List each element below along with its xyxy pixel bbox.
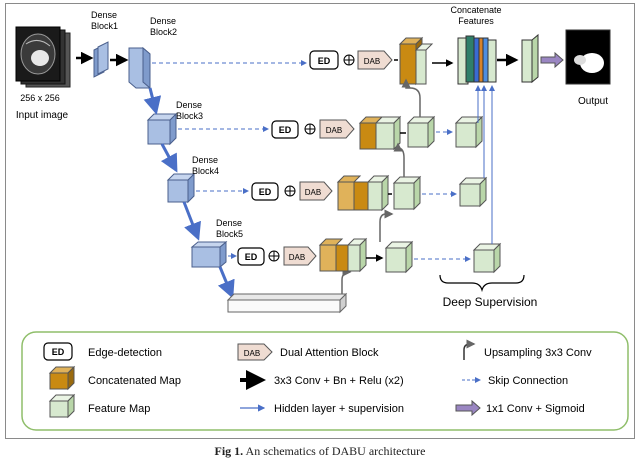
dab-label-4: DAB	[289, 253, 305, 262]
legend-sigmoid-icon	[455, 399, 481, 417]
ed-label-2: ED	[279, 125, 292, 135]
ed-box-2	[271, 120, 299, 139]
dab-block-2	[319, 119, 355, 139]
dense-block-2	[128, 46, 151, 90]
legend-concat-icon	[48, 365, 76, 391]
input-size-label: 256 x 256	[20, 93, 60, 103]
final-feature-map	[521, 33, 539, 84]
oplus-icon-1	[343, 54, 355, 66]
output-image	[565, 29, 611, 85]
legend-concatenated-map: Concatenated Map	[88, 375, 181, 387]
dense-block-5	[190, 240, 228, 269]
figure-frame	[5, 3, 635, 439]
upsample-arrow-bottom	[341, 267, 352, 294]
feature-map-row4-b	[472, 242, 502, 274]
caption-text: An schematics of DABU architecture	[245, 444, 426, 458]
concat-map-4	[318, 237, 368, 273]
hidden-arrow-2-3	[143, 87, 162, 115]
hidden-arrow-4-5	[182, 201, 201, 241]
dense-block-5-line1: Dense	[216, 218, 242, 228]
legend-dab-icon	[237, 343, 273, 361]
deep-supervision-brace	[439, 274, 525, 293]
legend-skip-connection: Skip Connection	[488, 375, 568, 387]
concat-map-1	[398, 36, 434, 86]
legend-upsampling: Upsampling 3x3 Conv	[484, 347, 592, 359]
legend-feature-icon	[48, 393, 76, 419]
dab-block-4	[283, 246, 317, 266]
legend-ed-icon-label: ED	[52, 347, 65, 357]
bottleneck-bar	[226, 292, 348, 314]
oplus-icon-3	[284, 185, 296, 197]
feature-map-row2-a	[406, 115, 436, 149]
ed-label-3: ED	[259, 187, 272, 197]
dense-block-4-line2: Block4	[192, 166, 219, 176]
oplus-icon-4	[268, 250, 280, 262]
legend-dual-attention: Dual Attention Block	[280, 347, 379, 359]
sigmoid-arrow	[540, 51, 564, 69]
feature-map-row3-a	[392, 175, 422, 211]
oplus-icon-2	[304, 123, 316, 135]
legend-feature-map: Feature Map	[88, 403, 150, 415]
dense-block-2-line1: Dense	[150, 16, 176, 26]
concat-title-2: Features	[458, 16, 494, 26]
ed-label-1: ED	[318, 56, 331, 66]
concat-title-1: Concatenate	[450, 5, 501, 15]
ed-box-1	[309, 50, 339, 70]
feature-map-row2-b	[454, 115, 484, 149]
dense-block-5-line2: Block5	[216, 229, 243, 239]
feature-map-row3-b	[458, 176, 488, 208]
figure-caption: Fig 1. An schematics of DABU architectur…	[0, 444, 640, 459]
architecture-diagram: 256 x 256 Input image Dense Block1 Dense…	[15, 5, 629, 431]
legend-conv-bn-relu: 3x3 Conv + Bn + Relu (x2)	[274, 375, 404, 387]
dab-block-1	[357, 50, 393, 70]
dab-block-3	[299, 181, 333, 201]
upsample-arrow-4	[379, 209, 394, 242]
dense-block-3-line1: Dense	[176, 100, 202, 110]
dense-block-1-line1: Dense	[91, 10, 117, 20]
dab-label-3: DAB	[305, 188, 321, 197]
ed-box-3	[251, 182, 279, 201]
hidden-arrow-3-4	[160, 143, 178, 173]
caption-label: Fig 1.	[214, 444, 244, 458]
dab-label-1: DAB	[364, 57, 380, 66]
legend-ed-icon	[43, 342, 73, 361]
dab-label-2: DAB	[326, 126, 342, 135]
upsample-arrow-3	[393, 142, 405, 177]
dense-block-4-line1: Dense	[192, 155, 218, 165]
dense-block-3	[146, 112, 178, 146]
hidden-arrow-5-bottom	[217, 266, 235, 299]
dense-block-3-line2: Block3	[176, 111, 203, 121]
feature-map-row4-a	[384, 240, 414, 274]
legend-edge-detection: Edge-detection	[88, 347, 162, 359]
dense-block-4	[166, 172, 196, 204]
deep-supervision-label: Deep Supervision	[443, 295, 538, 309]
legend-dab-icon-label: DAB	[244, 349, 260, 358]
output-label: Output	[578, 96, 608, 107]
input-image-label: Input image	[16, 110, 69, 121]
concat-map-3	[336, 174, 390, 212]
ed-label-4: ED	[245, 252, 258, 262]
legend-upsampling-icon	[463, 339, 476, 360]
legend-conv-sigmoid: 1x1 Conv + Sigmoid	[486, 403, 585, 415]
dense-block-2-line2: Block2	[150, 27, 177, 37]
dense-block-1-line2: Block1	[91, 21, 118, 31]
input-image	[15, 26, 71, 88]
legend-hidden-layer: Hidden layer + supervision	[274, 403, 404, 415]
dense-block-1	[93, 41, 109, 78]
ed-box-4	[237, 247, 265, 266]
concat-map-2	[358, 115, 402, 151]
upsample-arrow-2	[401, 78, 421, 117]
concat-features-stack	[457, 35, 497, 85]
